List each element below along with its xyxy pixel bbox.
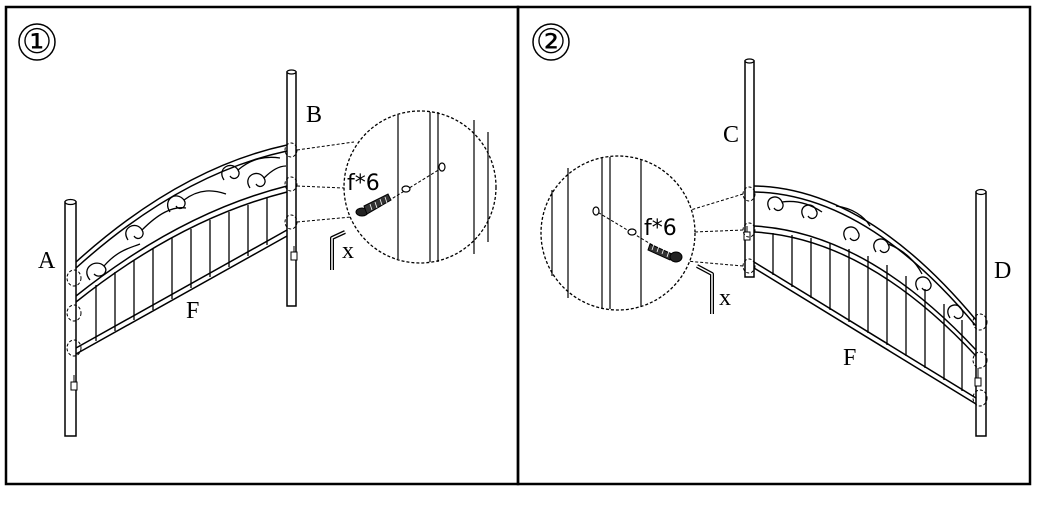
detail-callout-2 [540, 155, 696, 311]
post-a [64, 198, 78, 437]
label-post-a: A [38, 248, 56, 274]
panel-2-frame [516, 5, 1032, 486]
fence-panel-f-2 [753, 185, 977, 405]
panel-1: ① [18, 22, 497, 437]
label-post-c: C [723, 122, 739, 148]
post-b [286, 69, 298, 307]
bolt-icon-2 [647, 243, 683, 263]
label-tool-x-1: x [342, 238, 354, 264]
post-c [743, 58, 755, 278]
step-2-circle [532, 23, 570, 61]
panel-2: ② [532, 22, 1011, 437]
callout-label-2: f*6 [644, 216, 677, 241]
step-1-circle [18, 23, 56, 61]
post-d [974, 188, 987, 437]
callout-label-1: f*6 [347, 171, 380, 196]
label-tool-x-2: x [719, 285, 731, 311]
label-post-d: D [994, 258, 1011, 284]
bolt-icon-1 [355, 193, 392, 217]
label-panel-f-2: F [843, 345, 856, 371]
step-1-number: ① [22, 22, 52, 62]
label-panel-f-1: F [186, 298, 199, 324]
step-2-number: ② [536, 22, 566, 62]
detail-callout-1 [343, 110, 497, 264]
fence-panel-f-1 [75, 144, 288, 355]
label-post-b: B [306, 102, 322, 128]
attachment-points-1 [66, 141, 363, 357]
